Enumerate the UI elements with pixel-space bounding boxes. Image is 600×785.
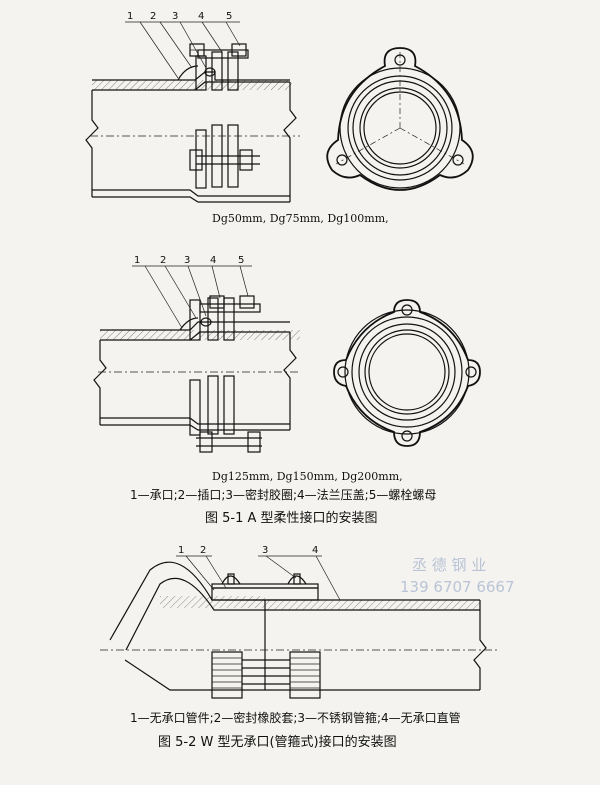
- callout-3: 3: [262, 545, 268, 556]
- watermark-line1: 丞 德 钢 业: [412, 556, 486, 574]
- fig52-title: 图 5-2 W 型无承口(管箍式)接口的安装图: [158, 734, 397, 750]
- callout-1: 1: [134, 255, 140, 266]
- fig51-title: 图 5-1 A 型柔性接口的安装图: [205, 510, 378, 526]
- callout-4: 4: [210, 255, 216, 266]
- callout-1: 1: [127, 11, 133, 22]
- fig51-top-pipe-section: [85, 21, 300, 203]
- callout-2: 2: [160, 255, 166, 266]
- callout-3: 3: [172, 11, 178, 22]
- callout-1: 1: [178, 545, 184, 556]
- callout-2: 2: [200, 545, 206, 556]
- callout-4: 4: [198, 11, 204, 22]
- fig51-bottom-flange-end-view: [333, 299, 481, 447]
- fig51-top-callouts: 1 2 3 4 5: [127, 11, 232, 22]
- watermark-line2: 139 6707 6667: [400, 578, 515, 596]
- fig51-bottom-callouts: 1 2 3 4 5: [134, 255, 244, 266]
- fig52-legend: 1—无承口管件;2—密封橡胶套;3—不锈钢管箍;4—无承口直管: [130, 710, 461, 725]
- callout-4: 4: [312, 545, 318, 556]
- fig52-pipe-assembly: [100, 555, 500, 699]
- fig51-bottom-pipe-section: [93, 265, 300, 453]
- fig51-bottom-sizes-caption: Dg125mm, Dg150mm, Dg200mm,: [212, 470, 403, 483]
- fig51-legend: 1—承口;2—插口;3—密封胶圈;4—法兰压盖;5—螺栓螺母: [130, 487, 436, 502]
- callout-5: 5: [226, 11, 232, 22]
- callout-2: 2: [150, 11, 156, 22]
- callout-3: 3: [184, 255, 190, 266]
- watermark: 丞 德 钢 业 139 6707 6667: [400, 556, 515, 596]
- fig51-top-flange-end-view: [326, 47, 474, 191]
- fig52-callouts: 1 2 3 4: [178, 545, 318, 556]
- fig51-top-sizes-caption: Dg50mm, Dg75mm, Dg100mm,: [212, 212, 389, 225]
- callout-5: 5: [238, 255, 244, 266]
